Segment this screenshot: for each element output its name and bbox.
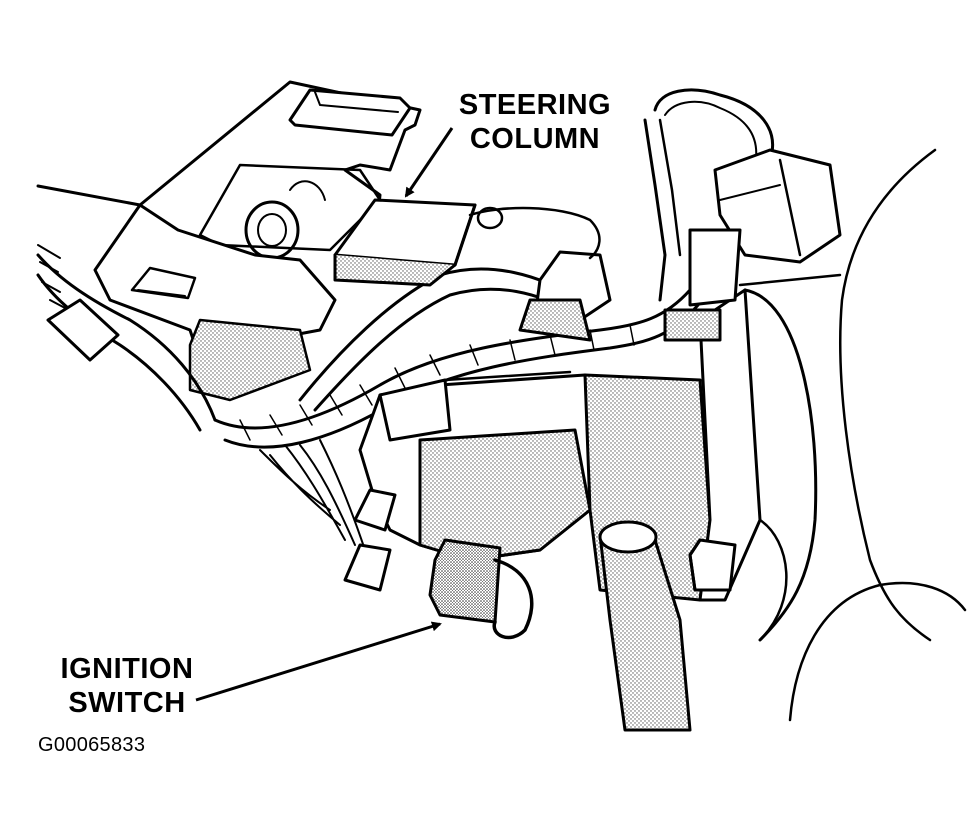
ignition-switch-label-line1: IGNITION bbox=[60, 653, 194, 685]
bracket-top-tab bbox=[288, 88, 412, 137]
steering-column-label: STEERING COLUMN bbox=[455, 88, 615, 156]
upper-right-connector bbox=[713, 148, 842, 264]
ignition-switch-leader bbox=[195, 621, 442, 702]
lower-bracket bbox=[93, 203, 337, 362]
wire-bundle bbox=[259, 439, 366, 551]
main-harness bbox=[213, 288, 692, 430]
lower-right-curve bbox=[788, 581, 967, 722]
ignition-switch-knob bbox=[428, 538, 502, 624]
housing-stippled-side bbox=[418, 428, 592, 562]
ignition-switch-label-line2: SWITCH bbox=[68, 687, 186, 719]
column-cover-top bbox=[333, 198, 477, 267]
steering-column-leader bbox=[404, 127, 454, 198]
figure-id: G00065833 bbox=[38, 734, 146, 756]
steering-column-label-line1: STEERING bbox=[458, 89, 612, 121]
dash-panel-line bbox=[36, 184, 142, 207]
harness-left bbox=[36, 253, 217, 422]
ignition-switch-label: IGNITION SWITCH bbox=[52, 652, 202, 720]
bracket-spring bbox=[244, 200, 300, 260]
bracket-stippled-face bbox=[188, 318, 312, 402]
dashboard-curve bbox=[839, 148, 937, 642]
column-tube bbox=[468, 206, 601, 260]
upper-right-wires bbox=[653, 88, 775, 162]
bracket-slot bbox=[130, 266, 197, 300]
steering-column-label-line2: COLUMN bbox=[469, 123, 601, 155]
